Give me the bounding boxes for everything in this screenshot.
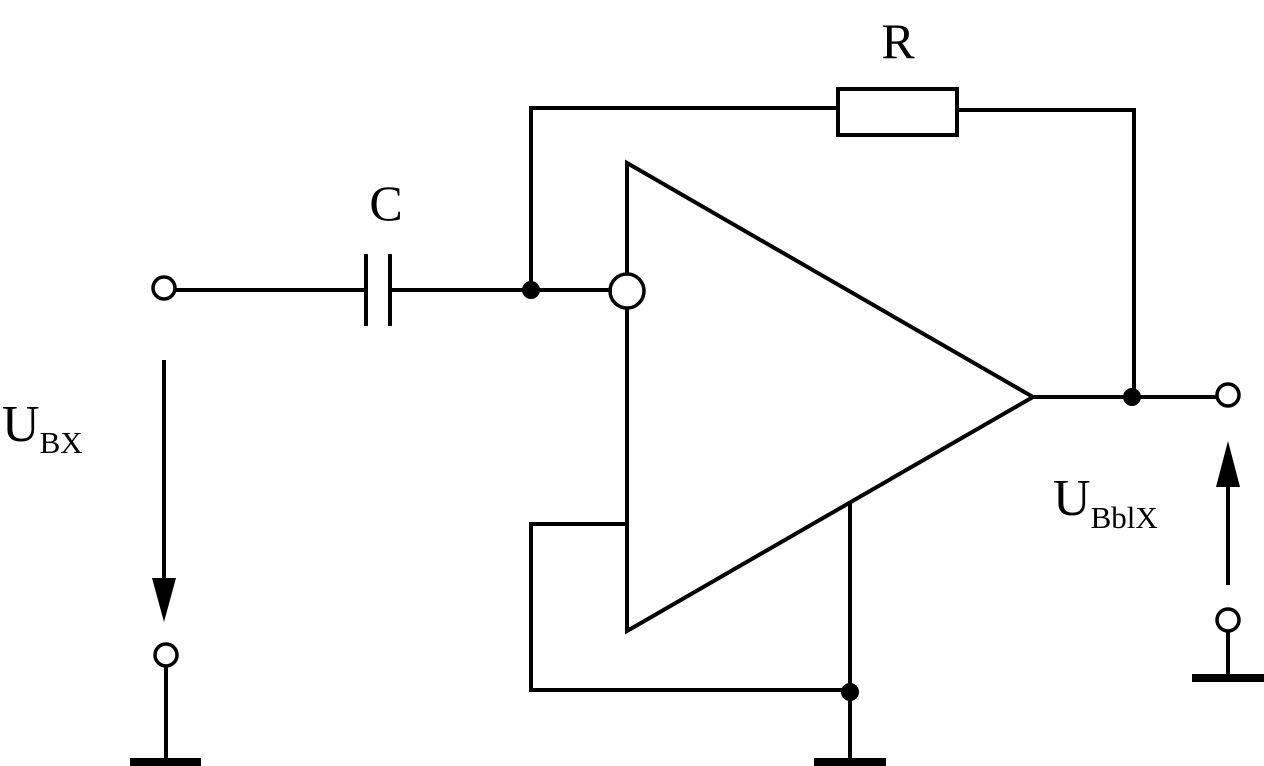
- input-ground-terminal[interactable]: [153, 642, 179, 668]
- feedback-wire-right: [955, 108, 1136, 399]
- resistor: [836, 87, 959, 137]
- output-voltage-label: UBblX: [1053, 470, 1158, 535]
- non-inverting-input-wire: [529, 522, 852, 692]
- output-voltage-arrowhead: [1216, 441, 1240, 487]
- capacitor-label: C: [369, 175, 402, 231]
- feedback-wire-left: [529, 106, 840, 292]
- input-terminal[interactable]: [151, 275, 177, 301]
- input-voltage-arrowhead: [152, 578, 176, 622]
- inverting-input-bubble: [608, 272, 646, 310]
- output-ground-terminal[interactable]: [1215, 607, 1241, 633]
- output-terminal[interactable]: [1215, 382, 1241, 408]
- feedback-node-output: [1123, 388, 1141, 406]
- input-voltage-label: UBX: [2, 396, 83, 460]
- op-amp-triangle: [625, 159, 1038, 635]
- ground-node: [841, 683, 859, 701]
- resistor-label: R: [881, 13, 915, 69]
